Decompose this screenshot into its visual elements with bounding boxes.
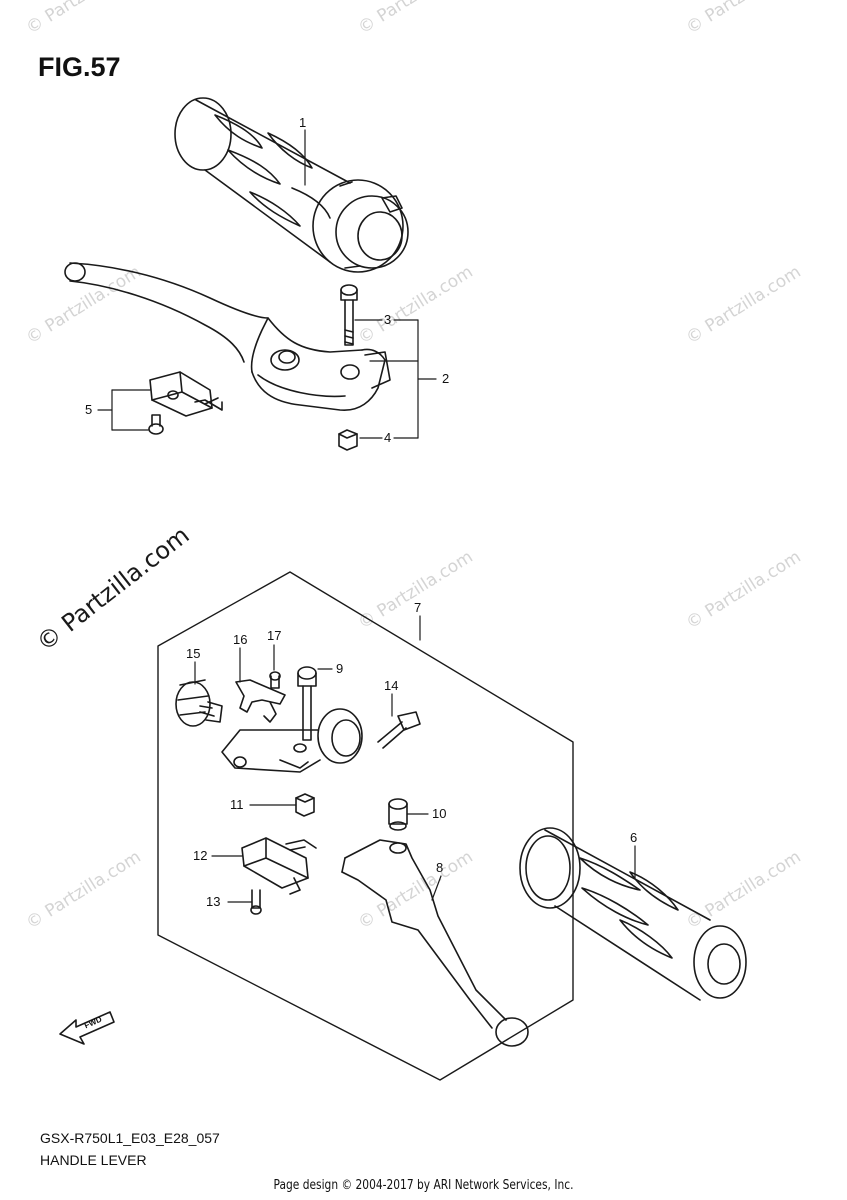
figure-title: FIG.57 bbox=[38, 52, 121, 82]
fwd-arrow-icon bbox=[59, 1011, 115, 1045]
callout-8: 8 bbox=[436, 860, 444, 875]
callout-12: 12 bbox=[193, 848, 208, 863]
lever-nut bbox=[338, 429, 358, 451]
diagram-name: HANDLE LEVER bbox=[40, 1152, 147, 1168]
clutch-lever-switch bbox=[241, 837, 317, 895]
callout-13: 13 bbox=[206, 894, 221, 909]
assembly-boundary bbox=[157, 571, 574, 1081]
callout-10: 10 bbox=[432, 806, 447, 821]
callout-7: 7 bbox=[414, 600, 422, 615]
callout-15: 15 bbox=[186, 646, 201, 661]
throttle-grip bbox=[174, 97, 409, 273]
brake-lever bbox=[64, 262, 391, 411]
pivot-collar bbox=[388, 798, 408, 831]
callout-14: 14 bbox=[384, 678, 399, 693]
footer-copyright: Page design © 2004-2017 by ARI Network S… bbox=[273, 1178, 574, 1193]
switch-screw bbox=[250, 889, 262, 915]
lever-pivot-bolt bbox=[340, 284, 358, 346]
pivot-bushing bbox=[295, 793, 315, 817]
callout-9: 9 bbox=[336, 661, 344, 676]
model-code: GSX-R750L1_E03_E28_057 bbox=[40, 1130, 220, 1146]
clutch-switch-bracket bbox=[235, 679, 286, 723]
callout-17: 17 bbox=[267, 628, 282, 643]
callout-1: 1 bbox=[299, 115, 307, 130]
callout-2: 2 bbox=[442, 371, 450, 386]
callout-leaders-top bbox=[97, 129, 437, 439]
callout-4: 4 bbox=[384, 430, 392, 445]
callout-6: 6 bbox=[630, 830, 638, 845]
clutch-pivot-bolt bbox=[297, 666, 317, 741]
left-handlebar-grip bbox=[519, 827, 747, 1001]
callout-leaders-bottom bbox=[194, 615, 636, 903]
callout-5: 5 bbox=[85, 402, 93, 417]
clutch-lever-holder bbox=[221, 708, 363, 773]
adjuster-knob bbox=[175, 679, 223, 727]
callout-3: 3 bbox=[384, 312, 392, 327]
callout-11: 11 bbox=[230, 797, 244, 812]
holder-clamp-bolt bbox=[377, 711, 421, 749]
callout-16: 16 bbox=[233, 632, 248, 647]
clutch-lever bbox=[341, 839, 529, 1047]
bracket-screw bbox=[269, 671, 281, 689]
brake-light-switch bbox=[148, 371, 223, 435]
